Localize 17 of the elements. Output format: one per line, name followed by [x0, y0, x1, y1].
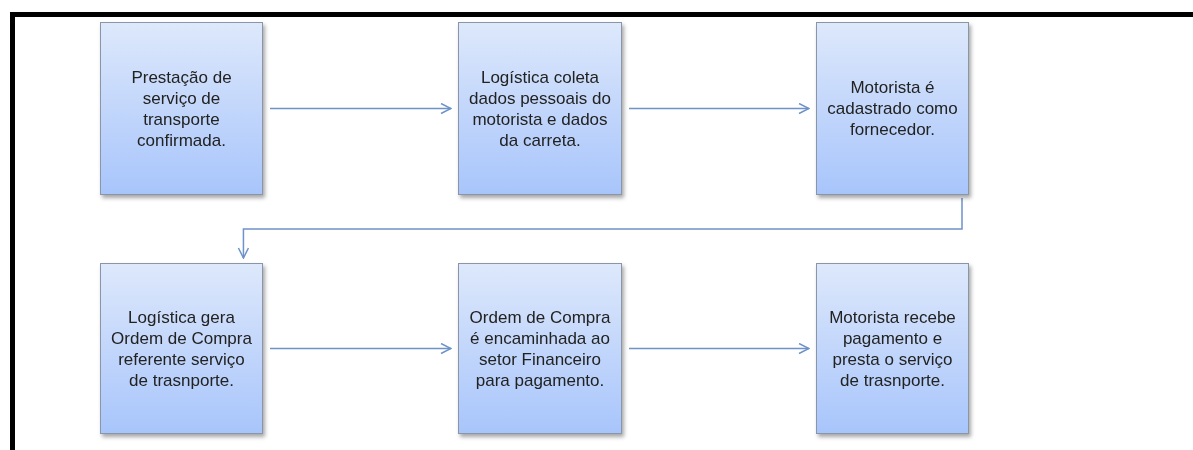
step-text: Motorista recebe pagamento e presta o serviço de trasnporte. — [828, 306, 957, 391]
step-text: Logística gera Ordem de Compra referente serviço de trasnporte. — [110, 306, 253, 391]
arrow — [628, 102, 810, 115]
arrow — [269, 342, 452, 355]
process-box — [100, 263, 263, 434]
process-box — [816, 263, 969, 434]
arrow — [269, 102, 452, 115]
step-text: Logística coleta dados pessoais do motorista e dados da carreta. — [468, 66, 612, 151]
arrow — [237, 197, 963, 259]
process-box — [816, 22, 969, 195]
process-box — [100, 22, 263, 195]
process-box — [458, 22, 622, 195]
step-text: Prestação de serviço de transporte confirmada. — [130, 66, 233, 151]
step-text: Ordem de Compra é encaminhada ao setor Financeiro para pagamento. — [468, 306, 612, 391]
process-box — [458, 263, 622, 434]
step-text: Motorista é cadastrado como fornecedor. — [826, 77, 959, 140]
arrow — [628, 342, 810, 355]
